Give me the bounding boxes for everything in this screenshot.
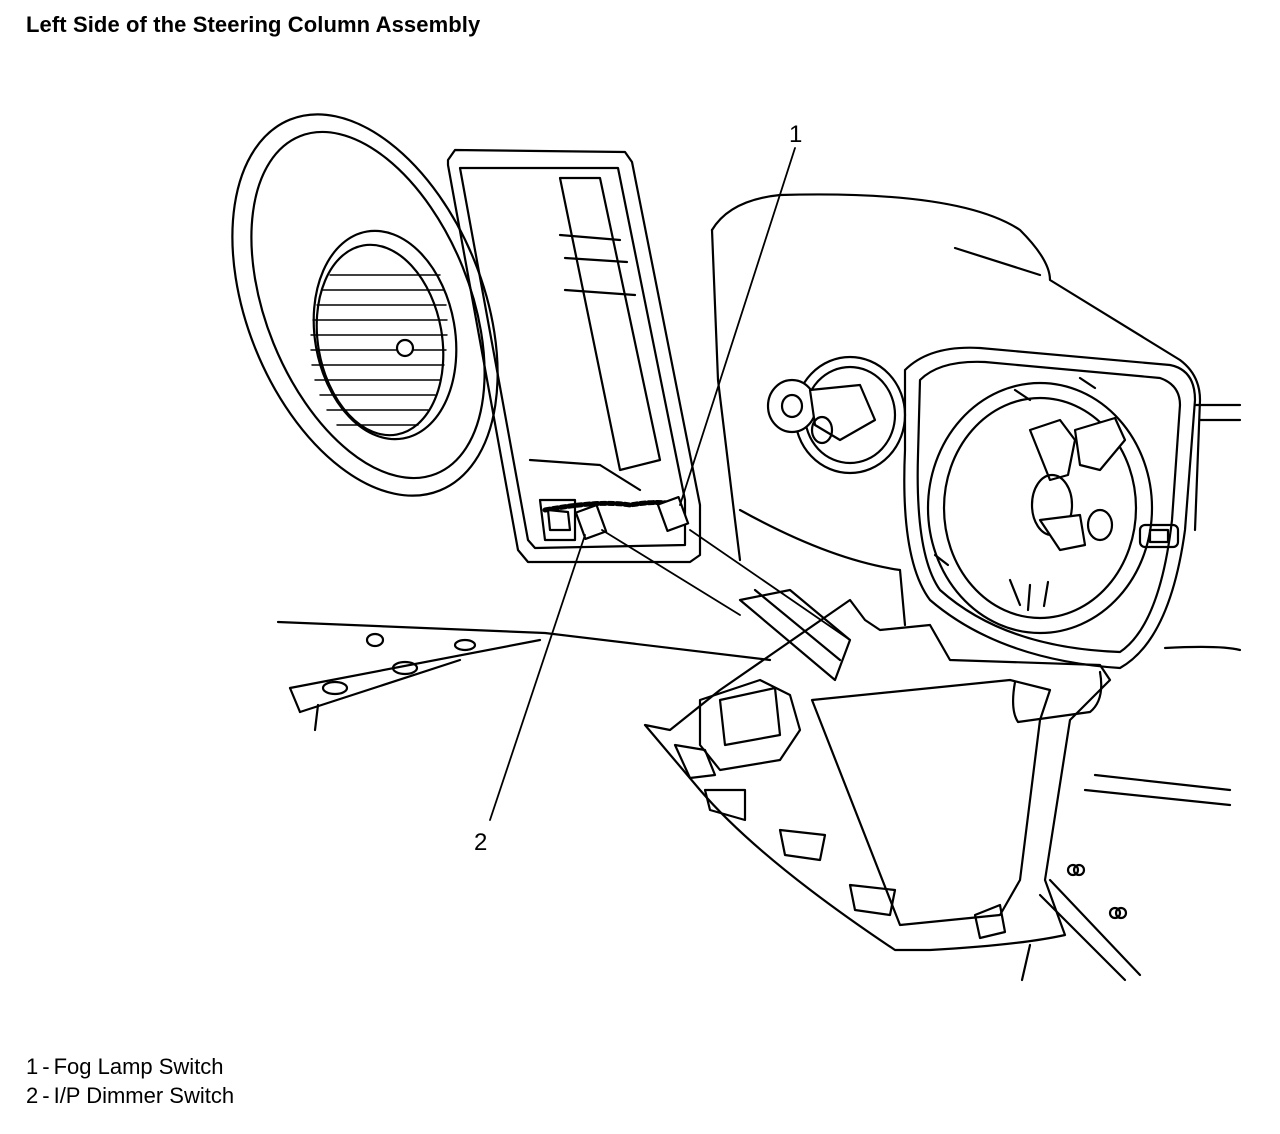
knee-bolster-panel (643, 588, 1112, 952)
clock-spring-housing (903, 346, 1242, 670)
lower-frame-right (1020, 773, 1232, 982)
steering-column-cover (710, 193, 1202, 627)
ignition-switch (766, 355, 907, 475)
switch-bezel (446, 148, 702, 564)
callout-leaders (489, 147, 851, 821)
legend-label: I/P Dimmer Switch (53, 1083, 235, 1108)
wiring-harness (542, 495, 690, 541)
dash-support-bracket (276, 620, 772, 732)
callout-number-2: 2 (474, 829, 487, 856)
legend-number: 1 (26, 1054, 39, 1079)
legend-item: 1-Fog Lamp Switch (26, 1054, 224, 1079)
legend-item: 2-I/P Dimmer Switch (26, 1083, 235, 1108)
legend-number: 2 (26, 1083, 39, 1108)
diagram-title: Left Side of the Steering Column Assembl… (26, 12, 481, 37)
callout-number-1: 1 (789, 121, 802, 148)
air-vent (231, 113, 499, 497)
legend-label: Fog Lamp Switch (53, 1054, 224, 1079)
callout-legend: 1-Fog Lamp Switch 2-I/P Dimmer Switch (26, 1052, 234, 1110)
